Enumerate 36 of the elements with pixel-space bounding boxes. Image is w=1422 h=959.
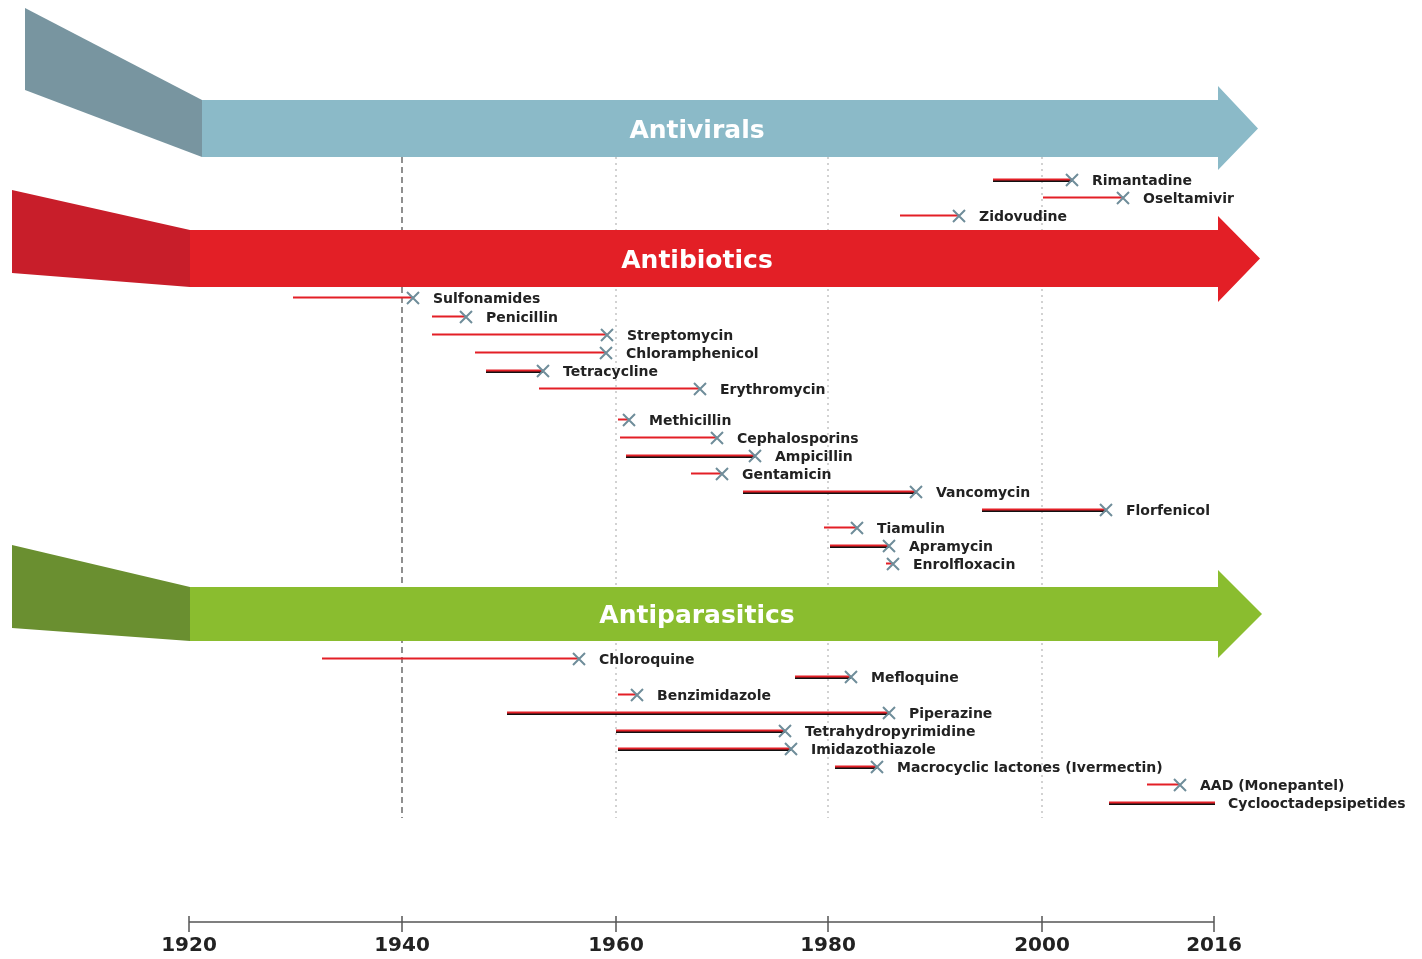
drug-name: Chloramphenicol — [626, 345, 759, 361]
drug-name: Penicillin — [486, 309, 558, 325]
drug-name: Oseltamivir — [1143, 190, 1234, 206]
drug-name: Florfenicol — [1126, 502, 1210, 518]
drug-name: Tetrahydropyrimidine — [805, 723, 976, 739]
drug-name: Piperazine — [909, 705, 993, 721]
drug-name: Ampicillin — [775, 448, 853, 464]
year-label: 1940 — [374, 932, 430, 956]
drug-name: Tiamulin — [877, 520, 945, 536]
drug-name: Methicillin — [649, 412, 732, 428]
year-label: 1920 — [161, 932, 217, 956]
drug-name: Mefloquine — [871, 669, 959, 685]
drug-name: Tetracycline — [563, 363, 658, 379]
drug-name: Apramycin — [909, 538, 993, 554]
drug-name: Macrocyclic lactones (Ivermectin) — [897, 759, 1163, 775]
drug-name: Chloroquine — [599, 651, 695, 667]
drug-name: Zidovudine — [979, 208, 1067, 224]
category-title: Antivirals — [629, 114, 765, 143]
drug-name: Rimantadine — [1092, 172, 1192, 188]
drug-name: Streptomycin — [627, 327, 734, 343]
drug-name: Sulfonamides — [433, 290, 541, 306]
drug-name: Gentamicin — [742, 466, 832, 482]
drug-name: Cyclooctadepsipetides — [1228, 795, 1406, 811]
drug-name: Enrolfloxacin — [913, 556, 1016, 572]
category-title: Antiparasitics — [599, 599, 795, 629]
year-label: 1960 — [588, 932, 644, 956]
year-label: 1980 — [800, 932, 856, 956]
drug-name: Vancomycin — [936, 484, 1031, 500]
year-label: 2000 — [1014, 932, 1070, 956]
drug-name: AAD (Monepantel) — [1200, 777, 1345, 793]
drug-name: Cephalosporins — [737, 430, 859, 446]
drug-name: Imidazothiazole — [811, 741, 936, 757]
drug-name: Erythromycin — [720, 381, 826, 397]
category-title: Antibiotics — [621, 244, 773, 273]
year-label: 2016 — [1186, 932, 1242, 956]
drug-name: Benzimidazole — [657, 687, 771, 703]
